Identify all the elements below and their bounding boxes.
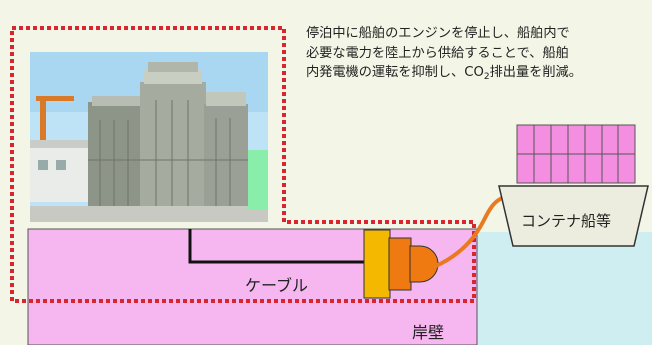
caption-line-3-post: 排出量を削減。 xyxy=(489,65,582,80)
water-area xyxy=(474,232,652,345)
caption-line-2: 必要な電力を陸上から供給することで、船舶 xyxy=(306,45,569,61)
caption-line-1: 停泊中に船舶のエンジンを停止し、船舶内で xyxy=(306,26,570,41)
cable-label: ケーブル xyxy=(245,276,309,295)
shore-power-equipment-photo xyxy=(30,52,268,222)
ship-hull xyxy=(498,185,649,247)
caption-line-3-pre: 内発電機の運転を抑制し、CO xyxy=(306,65,484,80)
connector-yellow-block xyxy=(363,229,391,299)
description-caption: 停泊中に船舶のエンジンを停止し、船舶内で 必要な電力を陸上から供給することで、船… xyxy=(306,24,646,83)
containers xyxy=(516,124,636,184)
connector-orange-block xyxy=(388,237,412,291)
caption-co2-subscript: 2 xyxy=(483,72,490,82)
cable-line xyxy=(188,229,366,264)
ship-connection-cable xyxy=(434,196,504,268)
ship-label: コンテナ船等 xyxy=(521,212,612,230)
shore-facility-boundary xyxy=(10,26,476,303)
caption-line-3: 内発電機の運転を抑制し、CO2排出量を削減。 xyxy=(306,63,646,83)
quay-label: 岸壁 xyxy=(412,323,445,342)
